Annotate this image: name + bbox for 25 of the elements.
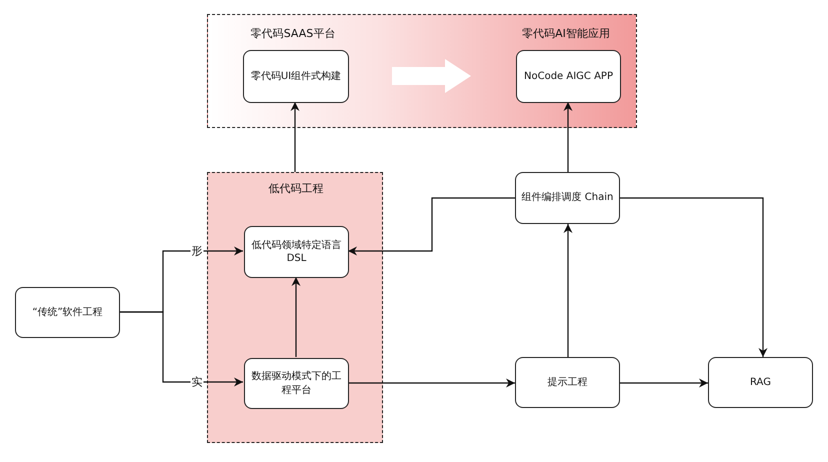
edge-label: 形 — [190, 244, 204, 258]
process-box: “传统”软件工程 — [15, 287, 120, 338]
panel-heading: 零代码AI智能应用 — [522, 26, 610, 41]
process-box: 零代码UI组件式构建 — [243, 50, 349, 103]
dashed-panel — [207, 172, 383, 443]
dashed-panel — [207, 14, 637, 128]
arrow — [120, 311, 243, 386]
arrow — [620, 197, 768, 357]
arrow — [292, 277, 300, 357]
arrow — [620, 378, 708, 388]
arrow — [564, 102, 572, 172]
arrow — [348, 378, 515, 388]
process-box: 提示工程 — [515, 357, 620, 408]
process-box: RAG — [708, 357, 813, 408]
panel-heading: 低代码工程 — [268, 181, 324, 196]
arrow — [564, 224, 572, 357]
process-box: 数据驱动模式下的工程平台 — [244, 358, 349, 409]
block-arrow — [392, 59, 471, 93]
process-box: 组件编排调度 Chain — [515, 172, 620, 224]
arrow — [290, 102, 300, 172]
process-box: 低代码领域特定语言DSL — [244, 226, 349, 278]
process-box: NoCode AIGC APP — [516, 50, 621, 103]
panel-heading: 零代码SAAS平台 — [250, 26, 336, 41]
arrow — [348, 197, 515, 256]
edge-label: 实 — [190, 374, 204, 390]
